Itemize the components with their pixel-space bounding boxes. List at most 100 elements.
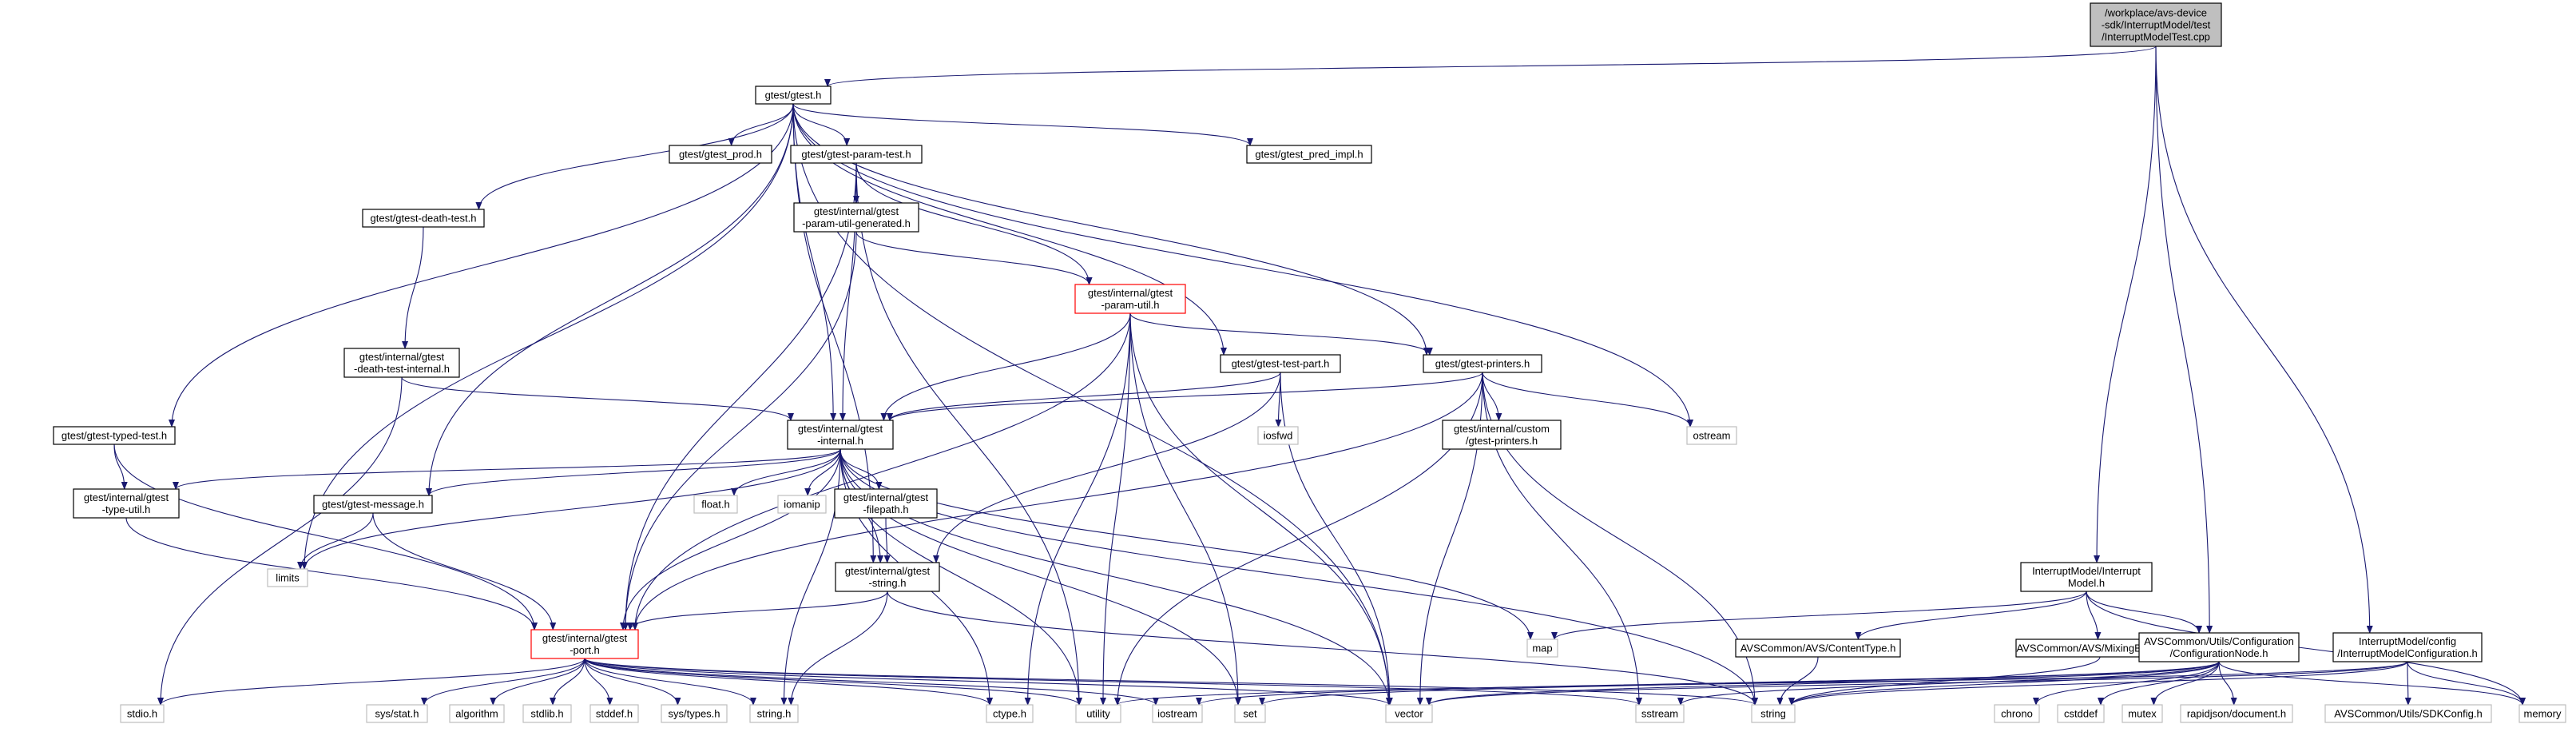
node-box: [2332, 632, 2483, 662]
graph-node-ostream: ostream: [1686, 426, 1737, 445]
node-box: [366, 704, 428, 723]
node-box: [522, 704, 572, 723]
graph-node-paramtest[interactable]: gtest/gtest-param-test.h: [790, 145, 923, 164]
edge-line: [169, 103, 794, 428]
edge-deathinternal-to-stdio: [157, 376, 403, 706]
graph-node-set: set: [1234, 704, 1266, 723]
node-box: [669, 145, 772, 164]
edge-line: [113, 444, 128, 490]
graph-node-imodel[interactable]: InterruptModel/InterruptModel.h: [2020, 562, 2153, 592]
graph-node-gtest[interactable]: gtest/gtest.h: [755, 86, 832, 105]
edge-printers-to-ostream: [1482, 372, 1693, 428]
node-label: chrono: [2001, 708, 2033, 720]
graph-node-printers[interactable]: gtest/gtest-printers.h: [1423, 354, 1542, 373]
graph-node-gstring[interactable]: gtest/internal/gtest-string.h: [835, 562, 940, 592]
edge-imodel-to-map: [1551, 591, 2087, 640]
graph-node-customprinters[interactable]: gtest/internal/custom/gtest-printers.h: [1442, 420, 1562, 450]
node-label: -death-test-internal.h: [354, 363, 450, 375]
edge-imconfig-to-utility: [1114, 661, 2408, 706]
node-label: /gtest-printers.h: [1466, 435, 1538, 447]
graph-node-typedtest[interactable]: gtest/gtest-typed-test.h: [53, 426, 176, 445]
node-label: InterruptModel/config: [2359, 635, 2456, 647]
node-box: [1423, 354, 1542, 373]
edge-line: [1280, 372, 1393, 706]
edge-deathinternal-to-internal: [401, 376, 794, 421]
node-box: [2324, 704, 2492, 723]
node-box: [1220, 354, 1341, 373]
node-label: -string.h: [869, 577, 907, 589]
graph-node-predimpl[interactable]: gtest/gtest_pred_impl.h: [1246, 145, 1372, 164]
graph-node-root[interactable]: /workplace/avs-device-sdk/InterruptModel…: [2090, 2, 2222, 47]
node-box: [1526, 639, 1558, 658]
edge-confignode-to-string: [1788, 661, 2220, 706]
edge-port-to-utility: [584, 658, 1082, 706]
node-label: -internal.h: [817, 435, 863, 447]
node-box: [530, 629, 639, 659]
graph-node-contenttype[interactable]: AVSCommon/AVS/ContentType.h: [1735, 639, 1901, 658]
edge-confignode-to-rapidjson: [2218, 661, 2237, 706]
edge-port-to-stddef: [584, 658, 613, 706]
graph-node-paramutil[interactable]: gtest/internal/gtest-param-util.h: [1074, 284, 1186, 314]
graph-node-port[interactable]: gtest/internal/gtest-port.h: [530, 629, 639, 659]
edge-line: [1776, 656, 1819, 706]
edge-line: [632, 312, 1131, 631]
graph-node-ctype: ctype.h: [986, 704, 1034, 723]
edge-line: [297, 512, 374, 570]
node-box: [2090, 2, 2222, 47]
graph-node-testpart[interactable]: gtest/gtest-test-part.h: [1220, 354, 1341, 373]
edge-gtest-to-limits: [301, 103, 794, 570]
edge-mixing-to-string: [1788, 656, 2101, 706]
edge-testpart-to-vector: [1280, 372, 1393, 706]
edge-line: [401, 376, 794, 421]
graph-node-systypes: sys/types.h: [661, 704, 728, 723]
node-label: -sdk/InterruptModel/test: [2102, 19, 2211, 31]
edge-internal-to-limits: [301, 448, 841, 570]
edge-imconfig-to-vector: [1426, 661, 2408, 706]
graph-node-cstddef: cstddef: [2057, 704, 2105, 723]
graph-node-typeutil[interactable]: gtest/internal/gtest-type-util.h: [73, 488, 180, 519]
graph-node-paramgen[interactable]: gtest/internal/gtest-param-util-generate…: [793, 202, 919, 233]
node-box: [1751, 704, 1796, 723]
edge-printers-to-port: [632, 372, 1483, 631]
node-box: [1635, 704, 1685, 723]
edge-line: [426, 448, 841, 496]
edge-paramutil-to-utility: [1100, 312, 1131, 706]
graph-node-filepath[interactable]: gtest/internal/gtest-filepath.h: [834, 488, 938, 519]
graph-node-map: map: [1526, 639, 1558, 658]
node-label: string: [1760, 708, 1786, 720]
node-box: [1074, 284, 1186, 314]
edge-line: [584, 658, 993, 706]
node-label: algorithm: [455, 708, 498, 720]
node-label: -type-util.h: [102, 503, 151, 515]
graph-node-deathtest[interactable]: gtest/gtest-death-test.h: [362, 209, 485, 228]
graph-node-sysstat: sys/stat.h: [366, 704, 428, 723]
graph-node-prod[interactable]: gtest/gtest_prod.h: [669, 145, 772, 164]
node-box: [1246, 145, 1372, 164]
edge-paramutil-to-printers: [1129, 312, 1433, 356]
edge-imconfig-to-sdkconfig: [2404, 661, 2411, 706]
edge-line: [1788, 656, 2101, 706]
edge-confignode-to-iostream: [1196, 661, 2220, 706]
edge-line: [2098, 661, 2220, 706]
edge-line: [1129, 312, 1433, 356]
graph-node-message[interactable]: gtest/gtest-message.h: [313, 495, 433, 514]
node-label: float.h: [701, 499, 729, 511]
edge-line: [584, 658, 756, 706]
edge-port-to-systypes: [584, 658, 681, 706]
node-box: [1994, 704, 2040, 723]
edge-paramgen-to-port: [622, 231, 857, 631]
graph-node-deathinternal[interactable]: gtest/internal/gtest-death-test-internal…: [343, 348, 460, 378]
edge-line: [804, 448, 841, 496]
graph-node-stdio: stdio.h: [120, 704, 165, 723]
node-label: mutex: [2128, 708, 2157, 720]
edge-port-to-stdio: [157, 658, 585, 706]
graph-node-confignode[interactable]: AVSCommon/Utils/Configuration/Configurat…: [2138, 632, 2300, 662]
graph-node-internal[interactable]: gtest/internal/gtest-internal.h: [787, 420, 894, 450]
node-box: [749, 704, 799, 723]
edge-deathtest-to-deathinternal: [402, 226, 424, 349]
node-label: sys/stat.h: [375, 708, 419, 720]
edge-paramutil-to-internal: [880, 312, 1131, 421]
edge-message-to-port: [372, 512, 557, 631]
graph-node-imconfig[interactable]: InterruptModel/config/InterruptModelConf…: [2332, 632, 2483, 662]
edge-confignode-to-sstream: [1677, 661, 2220, 706]
